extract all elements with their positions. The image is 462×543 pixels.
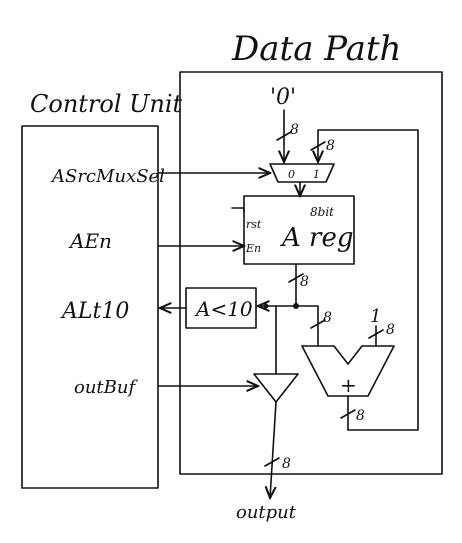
mux-const-zero: '0' xyxy=(270,85,296,110)
a-source-mux xyxy=(269,163,335,183)
signal-asrc-mux-sel: ASrcMuxSel xyxy=(50,166,165,187)
bus-width-adder-in-a: 8 xyxy=(323,310,332,326)
a-reg-rst: rst xyxy=(246,218,262,231)
adder-b-tick xyxy=(368,329,384,339)
bus-width-output: 8 xyxy=(282,456,291,472)
control-unit-title: Control Unit xyxy=(30,90,183,118)
mux-input-0-label: 0 xyxy=(288,168,295,181)
signal-a-lt-10: ALt10 xyxy=(60,299,129,324)
signal-a-en: AEn xyxy=(68,229,112,253)
adder-a-tick xyxy=(310,319,326,329)
data-path-box xyxy=(179,71,443,475)
adder-op: + xyxy=(340,373,357,397)
comparator-input-dot xyxy=(263,303,269,309)
wire-output xyxy=(270,401,277,498)
bus-width-feedback: 8 xyxy=(326,138,335,154)
control-unit-box xyxy=(21,125,159,489)
data-path-title: Data Path xyxy=(231,29,401,69)
comparator-label: A<10 xyxy=(194,297,253,321)
a-reg-en: En xyxy=(245,242,261,255)
a-register xyxy=(243,195,355,265)
bus-width-adder-out: 8 xyxy=(356,408,365,424)
wire-feedback xyxy=(318,129,419,431)
output-buffer xyxy=(253,373,299,403)
bus-width-reg-out: 8 xyxy=(300,274,309,290)
bus-width-adder-in-b: 8 xyxy=(386,322,395,338)
a-reg-rst-arrow xyxy=(231,207,245,213)
areg-out-tick xyxy=(288,273,304,283)
const-zero-tick xyxy=(276,131,292,141)
wire-to-adder-a xyxy=(295,305,319,347)
output-label: output xyxy=(236,502,297,523)
a-reg-label: A reg xyxy=(280,223,354,253)
feedback-tick xyxy=(310,141,326,151)
signal-out-buf: outBuf xyxy=(74,377,138,398)
output-tick xyxy=(264,457,280,467)
mux-input-1-label: 1 xyxy=(313,168,320,181)
adder-block xyxy=(301,345,395,397)
bus-width-mux-input: 8 xyxy=(290,122,299,138)
adder-out-tick xyxy=(340,409,356,419)
a-reg-width: 8bit xyxy=(310,205,334,219)
adder-const-one: 1 xyxy=(370,306,381,327)
